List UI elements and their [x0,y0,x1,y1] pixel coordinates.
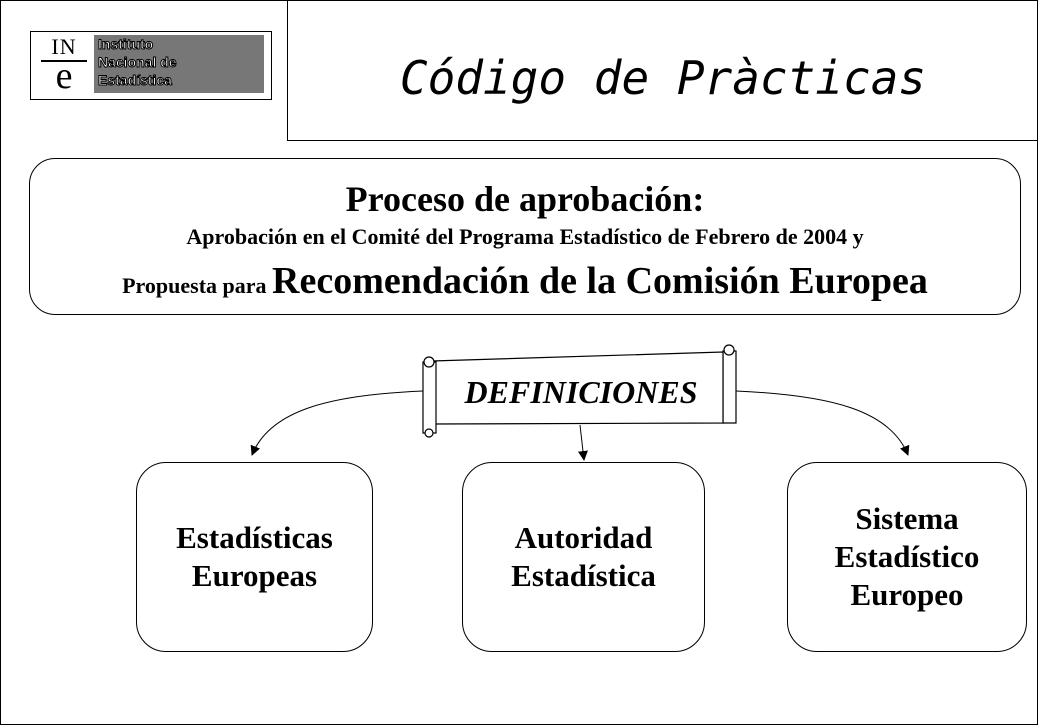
arrow-to-autoridad [578,424,588,461]
node-3-line-1: Sistema [855,501,959,536]
logo-line-3: Estadística [98,72,173,89]
logo-line-2: Nacional de [98,54,178,71]
node-2-line-2: Estadística [511,558,656,593]
logo-mark-bottom: e [55,55,73,97]
node-autoridad-estadistica: Autoridad Estadística [462,462,705,652]
logo-line-1: Instituto [97,36,154,53]
approval-line-2: Aprobación en el Comité del Programa Est… [186,224,864,249]
approval-heading: Proceso de aprobación: [345,179,705,219]
node-3-line-3: Europeo [850,577,964,612]
logo-mark-divider [41,60,87,62]
approval-box: Proceso de aprobación: Aprobación en el … [29,158,1021,315]
scroll-left-roll [422,361,437,434]
approval-line-3-prefix: Propuesta para [122,273,267,298]
scroll-left-curl-bottom [424,428,434,438]
title-box: Código de Pràcticas [287,0,1038,141]
arrow-to-sistema [735,390,910,456]
node-2-line-1: Autoridad [514,520,653,555]
approval-line-3: Propuesta para Recomendación de la Comis… [30,256,1020,311]
arrow-to-estadisticas [250,390,424,456]
node-sistema-estadistico-europeo: Sistema Estadístico Europeo [787,462,1027,652]
node-estadisticas-europeas: Estadísticas Europeas [136,462,373,652]
definitions-label: DEFINICIONES [464,374,698,410]
approval-line-3-emphasis: Recomendación de la Comisión Europea [272,260,928,302]
scroll-left-curl [423,356,435,368]
scroll-banner [422,344,737,438]
ine-logo-mark: IN e [35,35,93,95]
node-1-line-2: Europeas [191,558,318,593]
node-1-line-1: Estadísticas [176,520,333,555]
logo-text-panel [94,35,264,93]
logo-mark-top: IN [51,34,77,59]
node-3-line-2: Estadístico [834,539,980,574]
scroll-right-curl [723,344,735,356]
page-title: Código de Pràcticas [399,51,927,105]
